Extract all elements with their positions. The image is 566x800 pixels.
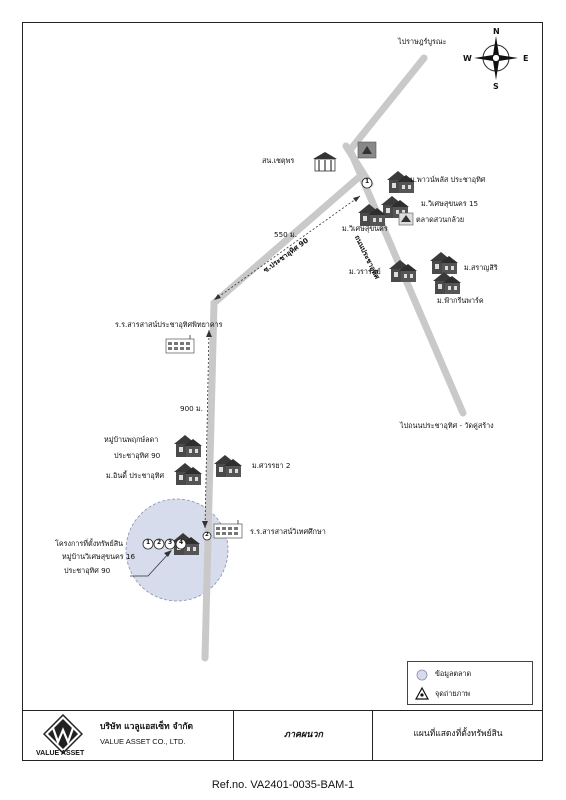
marker-main-2: 2	[205, 532, 209, 538]
company-name-en: VALUE ASSET CO., LTD.	[100, 737, 186, 746]
legend-comparable-label: ข้อมูลตลาด	[435, 669, 472, 678]
compass-e: E	[523, 54, 529, 63]
distance-arrows	[202, 196, 360, 528]
school-icon-1	[165, 334, 195, 354]
camera-icon	[414, 686, 430, 700]
label-bottom-end: ไปถนนประชาอุทิศ - วัดคู่สร้าง	[400, 421, 494, 430]
reference-number: Ref.no. VA2401-0035-BAM-1	[211, 779, 355, 791]
label-school-1: ร.ร.สารสาสน์ประชาอุทิศพิทยาคาร	[115, 320, 223, 329]
project-pointer-head	[164, 550, 172, 557]
market-icon	[398, 212, 414, 226]
logo-text: VALUE ASSET	[36, 750, 85, 757]
region-label: ภาคผนวก	[284, 730, 323, 740]
marker-main-1: 1	[365, 178, 370, 185]
label-vill-wara2: ม.ศวรรยา 2	[252, 461, 291, 470]
house-icon-pruksa	[174, 435, 202, 457]
label-vill-saran: ม.สราญสิริ	[464, 263, 498, 272]
label-vill-ptk: ม.พาวน์พลัส ประชาอุทิศ	[410, 175, 486, 184]
marker-p4: 4	[179, 539, 184, 546]
house-icon-saran	[430, 252, 458, 274]
region-block: ภาคผนวก	[234, 711, 373, 761]
legend-comparable-icon	[416, 669, 428, 681]
house-icon-park	[433, 272, 461, 294]
title-block: แผนที่แสดงที่ตั้งทรัพย์สิน	[373, 711, 543, 761]
police-station-icon	[313, 152, 337, 172]
map-legend: ข้อมูลตลาด จุดถ่ายภาพ	[407, 661, 533, 705]
house-icon-waram	[389, 260, 417, 282]
marker-p3: 3	[168, 539, 173, 546]
distance-550: 550 ม.	[274, 230, 298, 239]
map-frame	[22, 22, 543, 761]
label-school-2: ร.ร.สารสาสน์วิเทศศึกษา	[250, 527, 326, 536]
label-vill-pruksa-2: ประชาอุทิศ 90	[114, 451, 161, 460]
label-project-3: ประชาอุทิศ 90	[64, 566, 111, 575]
distance-lines	[204, 195, 361, 529]
house-icon-wara2	[214, 455, 242, 477]
company-block: VALUE ASSET บริษัท แวลูแอสเซ็ท จำกัด VAL…	[22, 711, 234, 761]
label-vill-vs15: ม.วิเศษสุขนคร 15	[421, 199, 479, 208]
label-vill-waram: ม.วรารมย์	[349, 267, 381, 276]
marker-p2: 2	[157, 539, 162, 546]
label-market: ตลาดสวนกล้วย	[416, 215, 465, 224]
value-asset-logo	[43, 714, 83, 754]
marker-p1: 1	[146, 539, 151, 546]
branch-road	[342, 142, 374, 188]
label-vill-park: ม.ฟ้ากรีนพาร์ค	[437, 296, 484, 305]
house-icon-indy	[174, 463, 202, 485]
footer-bar: VALUE ASSET บริษัท แวลูแอสเซ็ท จำกัด VAL…	[22, 710, 543, 761]
road-network	[201, 54, 467, 662]
label-top-end: ไปราษฎร์บูรณะ	[398, 37, 447, 46]
house-icon-vs	[358, 204, 386, 226]
label-vill-indy: ม.อินดี้ ประชาอุทิศ	[106, 471, 165, 480]
label-vill-vs: ม.วิเศษสุขนคร	[342, 224, 388, 233]
soi-road	[201, 174, 362, 662]
label-vill-pruksa-1: หมู่บ้านพฤกษ์ลดา	[104, 435, 159, 444]
main-road	[345, 54, 467, 417]
compass-icon	[474, 36, 518, 80]
label-police: สน.เชตุพร	[262, 156, 295, 165]
compass-w: W	[463, 54, 472, 63]
doc-title: แผนที่แสดงที่ตั้งทรัพย์สิน	[413, 729, 503, 739]
company-name-th: บริษัท แวลูแอสเซ็ท จำกัด	[100, 722, 194, 732]
legend-photo-label: จุดถ่ายภาพ	[435, 689, 470, 698]
photo-markers	[142, 177, 373, 550]
label-project-1: โครงการที่ตั้งทรัพย์สิน	[55, 539, 124, 548]
landmark-icon	[357, 141, 377, 159]
compass-n: N	[493, 27, 500, 36]
project-pointer	[130, 551, 171, 577]
distance-900: 900 ม.	[180, 404, 204, 413]
label-project-2: หมู่บ้านวิเศษสุขนคร 16	[62, 552, 136, 561]
compass-s: S	[493, 82, 499, 91]
